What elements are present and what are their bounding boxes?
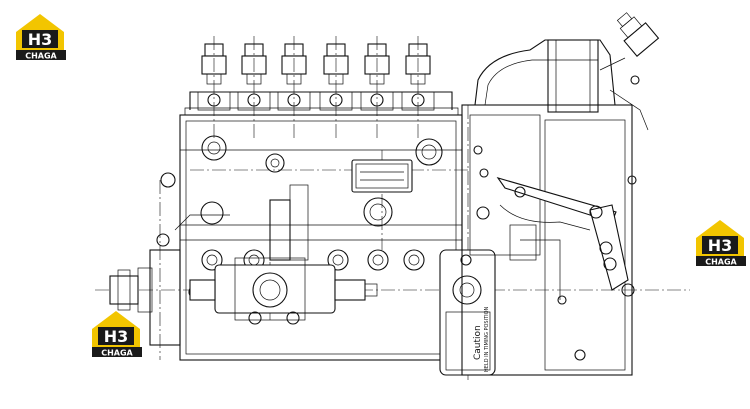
house-icon: H3 CHAGA [696, 220, 746, 267]
brand-logo: H3 CHAGA [14, 12, 66, 62]
delivery-valve [319, 36, 353, 140]
port [327, 249, 349, 271]
port [367, 249, 389, 271]
svg-text:H3: H3 [28, 30, 53, 49]
brand-logo: H3 CHAGA [90, 309, 142, 359]
svg-text:CHAGA: CHAGA [101, 349, 133, 358]
port [201, 249, 223, 271]
svg-text:CHAGA: CHAGA [25, 52, 57, 61]
delivery-valve [197, 36, 231, 140]
delivery-valve [360, 36, 394, 140]
svg-text:H3: H3 [104, 327, 129, 346]
port [403, 249, 425, 271]
svg-text:CHAGA: CHAGA [705, 258, 737, 267]
house-icon: H3 CHAGA [16, 14, 66, 61]
timing-position-label: HELD IN TIMING POSITION [484, 306, 490, 372]
delivery-valve [237, 36, 271, 140]
delivery-valve [277, 36, 311, 140]
delivery-valve [401, 36, 435, 140]
brand-logo: H3 CHAGA [694, 218, 746, 268]
svg-text:H3: H3 [708, 236, 733, 255]
house-icon: H3 CHAGA [92, 311, 142, 358]
caution-label: Caution [473, 325, 483, 360]
delivery-valves [197, 36, 435, 140]
